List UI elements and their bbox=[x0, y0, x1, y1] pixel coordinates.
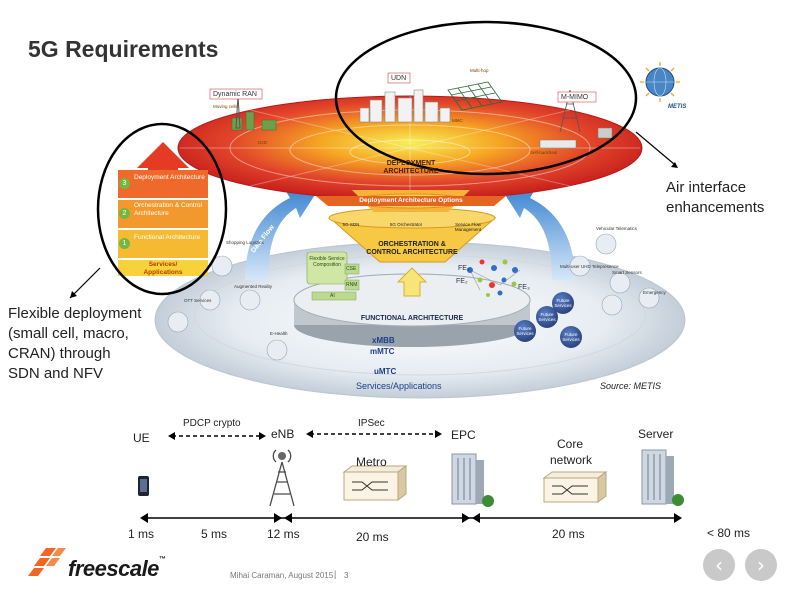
dynamic-ran-label: Dynamic RAN bbox=[213, 91, 257, 98]
freescale-logo-mark bbox=[28, 548, 66, 576]
ai-label: AI bbox=[330, 293, 335, 299]
footer-separator: | bbox=[334, 569, 337, 579]
moving-cells-label: Moving cells bbox=[213, 104, 238, 109]
enb-tower-icon bbox=[269, 449, 295, 507]
latency-enb: 12 ms bbox=[267, 527, 300, 541]
umtc-label: uMTC bbox=[374, 367, 397, 376]
mmimo-label: M-MIMO bbox=[561, 94, 589, 101]
core-network-router-icon bbox=[542, 471, 608, 503]
ue-label: UE bbox=[133, 431, 150, 445]
latency-radio: 5 ms bbox=[201, 527, 228, 541]
orchestration-label: ORCHESTRATION & CONTROL ARCHITECTURE bbox=[366, 241, 458, 256]
annotation-right-text: Air interface enhancements bbox=[666, 179, 765, 216]
services-applications-label: Services/Applications bbox=[356, 381, 442, 391]
emergency-label: Emergency bbox=[643, 290, 666, 295]
source-label: Source: METIS bbox=[600, 381, 662, 391]
architecture-stack-graphic bbox=[118, 142, 208, 276]
stack-number: 1 bbox=[119, 238, 130, 249]
mmtc-label: mMTC bbox=[370, 347, 395, 356]
pdcp-crypto-label: PDCP crypto bbox=[183, 418, 241, 429]
latency-core: 20 ms bbox=[552, 527, 585, 541]
functional-architecture-label: FUNCTIONAL ARCHITECTURE bbox=[360, 315, 464, 322]
sdn-box: 5G SDN bbox=[342, 222, 360, 227]
stack-item-deployment: Deployment Architecture bbox=[134, 174, 205, 181]
metro-label: Metro bbox=[356, 455, 387, 469]
latency-metro: 20 ms bbox=[356, 530, 389, 544]
telepresence-label: Multi-user UHD Telepresence bbox=[560, 264, 619, 269]
service-flow-box: Service Flow Management bbox=[454, 222, 482, 232]
annotation-pointer-right bbox=[635, 131, 675, 165]
deployment-architecture-label: DEPLOYMENT ARCHITECTURE bbox=[383, 160, 439, 175]
ipsec-label: IPSec bbox=[358, 418, 385, 429]
data-flow-arrow-left bbox=[245, 188, 318, 280]
multihop-label: Multi-hop bbox=[470, 68, 489, 73]
epc-server-icon bbox=[451, 453, 494, 507]
annotation-pointer-left bbox=[69, 267, 101, 299]
server-label: Server bbox=[638, 427, 674, 441]
stack-number: 3 bbox=[119, 178, 130, 189]
stack-number: 2 bbox=[119, 208, 130, 219]
freescale-logo-text: freescale™ bbox=[68, 556, 166, 581]
future-services-bubble: Future Services bbox=[560, 326, 582, 348]
chevron-right-icon: › bbox=[757, 553, 765, 577]
udn-city bbox=[359, 89, 451, 123]
metis-logo-text: METIS bbox=[668, 104, 687, 110]
smart-sensors-label: Smart Sensors bbox=[612, 270, 642, 275]
latency-total: < 80 ms bbox=[707, 526, 751, 540]
flexible-service-composition-label: Flexible Service Composition bbox=[309, 256, 345, 268]
grid-network bbox=[447, 81, 503, 111]
next-slide-button[interactable]: › bbox=[745, 549, 777, 581]
fe1-label: FE₁ bbox=[458, 265, 470, 272]
rnm-label: RNM bbox=[346, 282, 358, 288]
metro-router-icon bbox=[342, 465, 408, 501]
cse-label: CSE bbox=[346, 266, 357, 272]
core-network-label-line1: Core bbox=[557, 437, 584, 451]
deployment-options-banner: Deployment Architecture Options bbox=[359, 197, 463, 204]
service-icons bbox=[167, 233, 660, 361]
core-network-label-line2: network bbox=[550, 453, 593, 467]
self-backhaul-label: Self-backhaul bbox=[530, 150, 558, 155]
annotation-oval-left bbox=[96, 122, 228, 296]
annotation-left-text: Flexible deployment (small cell, macro, … bbox=[8, 305, 142, 382]
epc-label: EPC bbox=[451, 428, 476, 442]
fe3-label: FE₃ bbox=[518, 284, 530, 291]
ott-services-label: OTT Services bbox=[184, 298, 212, 303]
mmc-label: MMC bbox=[452, 118, 463, 123]
slide-title: 5G Requirements bbox=[28, 36, 219, 62]
fe2-label: FE₂ bbox=[456, 278, 468, 285]
data-flow-arrow-right bbox=[502, 188, 575, 280]
chevron-left-icon: ‹ bbox=[715, 553, 723, 577]
previous-slide-button[interactable]: ‹ bbox=[703, 549, 735, 581]
xmbb-label: xMBB bbox=[372, 336, 395, 345]
future-services-bubble: Future Services bbox=[514, 320, 536, 342]
stack-item-functional: Functional Architecture bbox=[134, 234, 201, 241]
shopping-logistics-label: Shopping Logistics bbox=[226, 240, 264, 245]
future-services-bubble: Future Services bbox=[536, 306, 558, 328]
enb-label: eNB bbox=[271, 427, 295, 441]
metis-globe-logo bbox=[640, 62, 680, 102]
augmented-reality-label: Augmented Reality bbox=[234, 284, 273, 289]
orchestrator-box: 5G Orchestrator bbox=[389, 222, 423, 227]
annotation-oval-right bbox=[334, 20, 638, 176]
server-building-icon bbox=[641, 449, 684, 506]
stack-item-orchestration: Orchestration & Control Architecture bbox=[134, 202, 202, 217]
d2d-label: D2D bbox=[258, 140, 268, 145]
latency-ue: 1 ms bbox=[128, 527, 155, 541]
ehealth-label: E-Health bbox=[270, 331, 288, 336]
stack-base-services: Services/ Applications bbox=[143, 261, 183, 276]
footer-page-number: 3 bbox=[344, 571, 349, 580]
udn-label: UDN bbox=[391, 75, 407, 82]
future-services-bubble: Future Services bbox=[552, 292, 574, 314]
fe-network bbox=[467, 259, 521, 297]
vehicular-telematics-label: Vehicular Telematics bbox=[596, 226, 637, 231]
footer-author-date: Mihai Caraman, August 2015 bbox=[230, 571, 334, 580]
